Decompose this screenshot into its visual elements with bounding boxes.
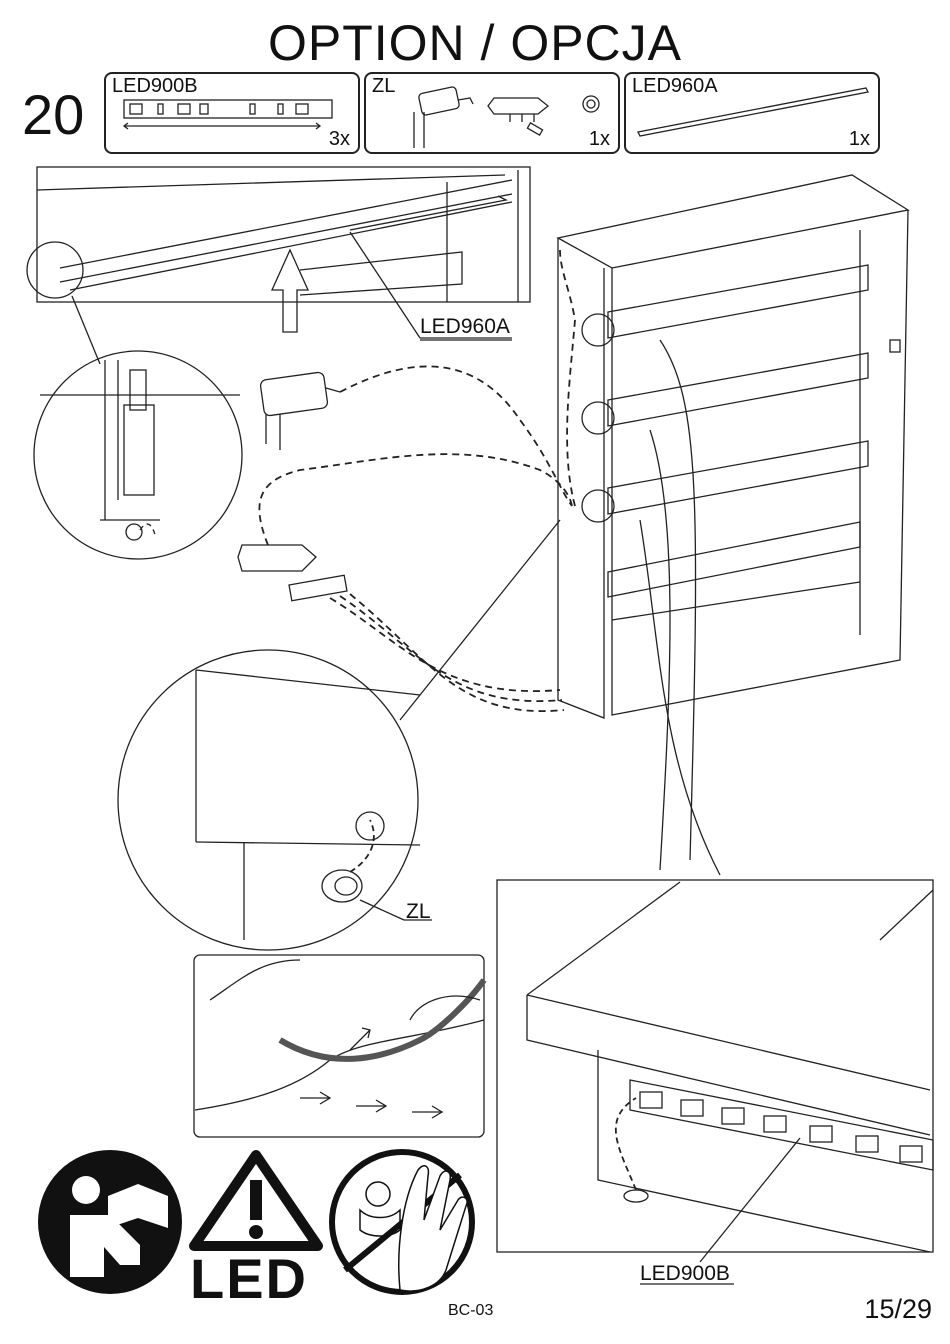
led-strip-icon xyxy=(124,100,332,129)
warning-triangle-icon xyxy=(194,1155,318,1246)
led-bar-part-icon xyxy=(638,88,868,136)
led-warning-label: LED xyxy=(190,1246,308,1311)
button-part-icon xyxy=(583,96,599,112)
read-manual-icon xyxy=(38,1150,182,1294)
callout-led900b: LED900B xyxy=(640,1262,730,1286)
document-code: BC-03 xyxy=(448,1302,493,1320)
splitter-scene xyxy=(238,545,347,601)
page-number: 15/29 xyxy=(864,1294,932,1325)
splitter-part-icon xyxy=(488,98,548,135)
callout-led960a: LED960A xyxy=(420,315,510,339)
power-adapter-part-icon xyxy=(414,86,473,148)
no-children-icon xyxy=(332,1152,472,1292)
callout-zl: ZL xyxy=(406,900,431,924)
power-adapter-scene xyxy=(260,372,340,450)
